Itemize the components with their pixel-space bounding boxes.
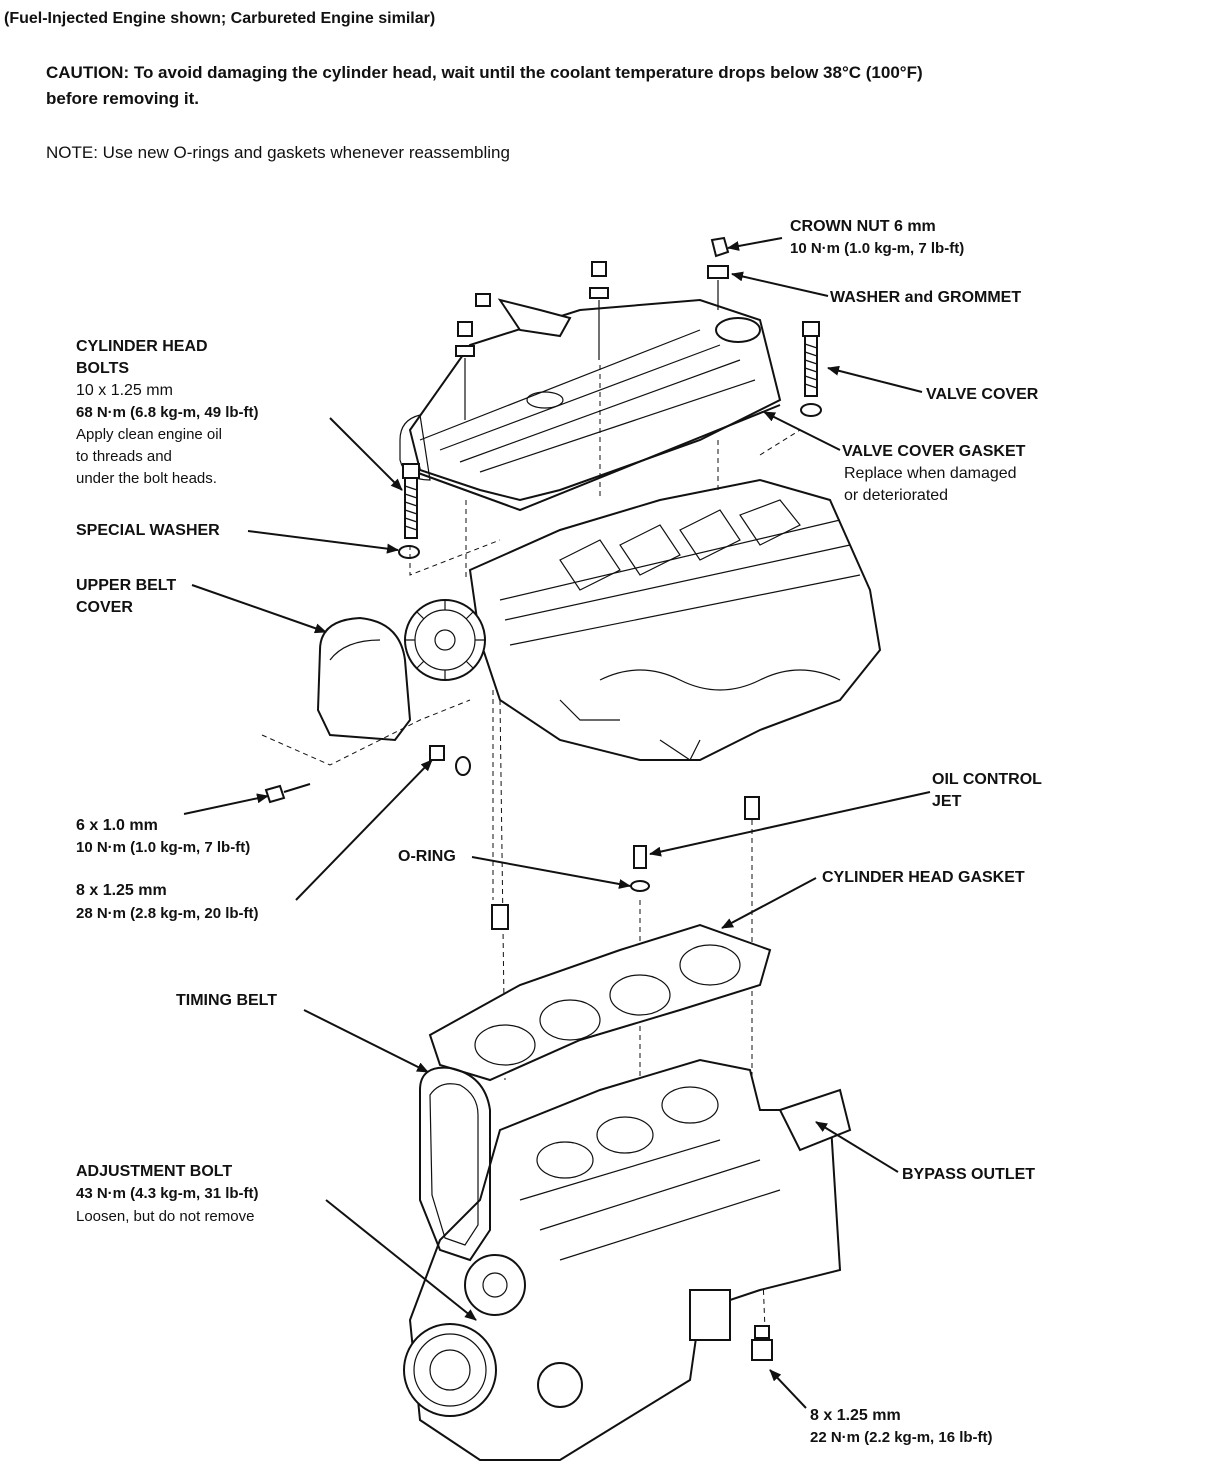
valve-cover-gasket-note-1: Replace when damaged xyxy=(844,465,1017,482)
crown-nut-torque: 10 N·m (1.0 kg-m, 7 lb-ft) xyxy=(790,240,965,257)
lower-bolt-part xyxy=(751,1325,773,1361)
upper-belt-cover-label-1: UPPER BELT xyxy=(76,577,177,594)
caution-line-1: CAUTION: To avoid damaging the cylinder … xyxy=(46,63,923,82)
cylinder-head-bolts-note-2: to threads and xyxy=(76,448,172,465)
cam-sprocket-part xyxy=(404,599,486,681)
valve-cover-label: VALVE COVER xyxy=(926,386,1039,403)
washer-grommet-label: WASHER and GROMMET xyxy=(830,289,1022,306)
bolt-8x125-lower-torque: 22 N·m (2.2 kg-m, 16 lb-ft) xyxy=(810,1429,993,1446)
valve-cover-gasket-note-2: or deteriorated xyxy=(844,487,949,504)
bolt-6x1-size: 6 x 1.0 mm xyxy=(76,817,158,834)
cylinder-head-bolts-note-1: Apply clean engine oil xyxy=(76,426,222,443)
upper-belt-cover-part xyxy=(316,616,412,742)
bolt-8x125-upper-size: 8 x 1.25 mm xyxy=(76,882,167,899)
crown-nut-label: CROWN NUT 6 mm xyxy=(790,218,936,235)
bolt-6x1-part xyxy=(264,783,311,804)
cylinder-head-bolts-torque: 68 N·m (6.8 kg-m, 49 lb-ft) xyxy=(76,404,259,421)
oil-control-jet-part xyxy=(630,845,650,892)
adjustment-bolt-label: ADJUSTMENT BOLT xyxy=(76,1163,233,1180)
upper-nuts xyxy=(455,261,609,420)
oil-control-jet-label-1: OIL CONTROL xyxy=(932,771,1042,788)
note-line: NOTE: Use new O-rings and gaskets whenev… xyxy=(46,143,510,162)
cylinder-head-bolts-label-1: CYLINDER HEAD xyxy=(76,338,208,355)
crown-nut-part xyxy=(707,236,730,310)
engine-block-part xyxy=(408,1058,852,1461)
upper-belt-cover-label-2: COVER xyxy=(76,599,133,616)
head-bolt-right xyxy=(800,321,822,417)
crank-pulley-part xyxy=(403,1254,583,1417)
bypass-outlet-label: BYPASS OUTLET xyxy=(902,1166,1036,1183)
cylinder-head-part xyxy=(468,478,882,761)
bolt-8x125-lower-size: 8 x 1.25 mm xyxy=(810,1407,901,1424)
adjustment-bolt-torque: 43 N·m (4.3 kg-m, 31 lb-ft) xyxy=(76,1185,259,1202)
bolt-8x125-upper-torque: 28 N·m (2.8 kg-m, 20 lb-ft) xyxy=(76,905,259,922)
oil-control-jet-label-2: JET xyxy=(932,793,962,810)
cylinder-head-bolts-label-2: BOLTS xyxy=(76,360,130,377)
timing-belt-part xyxy=(419,1066,491,1262)
bolt-6x1-torque: 10 N·m (1.0 kg-m, 7 lb-ft) xyxy=(76,839,251,856)
head-bolt-left xyxy=(398,463,420,559)
valve-cover-gasket-label: VALVE COVER GASKET xyxy=(842,443,1026,460)
timing-belt-label: TIMING BELT xyxy=(176,992,278,1009)
cylinder-head-bolts-note-3: under the bolt heads. xyxy=(76,470,217,487)
special-washer-label: SPECIAL WASHER xyxy=(76,522,220,539)
cylinder-head-gasket-label: CYLINDER HEAD GASKET xyxy=(822,869,1025,886)
leader-lines xyxy=(183,237,931,1409)
caution-line-2: before removing it. xyxy=(46,89,200,108)
diagram-subtitle: (Fuel-Injected Engine shown; Carbureted … xyxy=(4,10,436,27)
bolt-8x125-part xyxy=(429,745,471,776)
dowel-pin-right xyxy=(744,796,760,820)
adjustment-bolt-note: Loosen, but do not remove xyxy=(76,1208,255,1225)
dowel-pin-left xyxy=(491,904,509,930)
o-ring-label: O-RING xyxy=(398,848,456,865)
cylinder-head-bolts-size: 10 x 1.25 mm xyxy=(76,382,173,399)
cylinder-head-gasket-part xyxy=(428,923,772,1082)
